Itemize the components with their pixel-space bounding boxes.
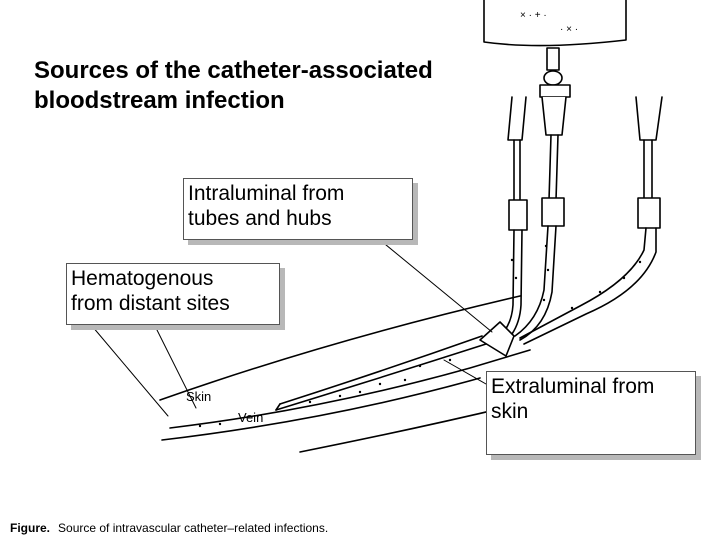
caption-text: Source of intravascular catheter–related… — [58, 521, 329, 535]
title-line-1: Sources of the catheter-associated — [34, 57, 433, 84]
tube-right — [519, 96, 663, 345]
callout-intraluminal: Intraluminal from tubes and hubs — [183, 178, 413, 240]
callout-intraluminal-line-1: Intraluminal from — [188, 182, 345, 205]
tube-left — [504, 96, 528, 335]
catheter-shaft — [275, 335, 487, 411]
caption-prefix: Figure. — [10, 521, 51, 535]
callout-extraluminal: Extraluminal from skin — [486, 371, 696, 455]
callout-extraluminal-line-1: Extraluminal from — [491, 375, 655, 398]
callout-intraluminal-line-2: tubes and hubs — [188, 207, 332, 230]
catheter-hub — [479, 321, 515, 357]
callout-hematogenous-line-1: Hematogenous — [71, 267, 214, 290]
leader-intraluminal — [379, 239, 493, 333]
skin-surface — [159, 295, 521, 401]
tube-middle — [514, 134, 565, 341]
leader-hematogenous — [91, 325, 197, 417]
vein-wall — [161, 377, 481, 441]
bacteria-dots — [198, 244, 642, 428]
label-vein: Vein — [238, 410, 264, 425]
figure-caption: Figure. Source of intravascular catheter–… — [10, 521, 328, 535]
leader-extraluminal — [443, 359, 487, 385]
callout-hematogenous-line-2: from distant sites — [71, 292, 230, 315]
label-skin: Skin — [186, 389, 212, 404]
callout-extraluminal-line-2: skin — [491, 400, 529, 423]
infusion-bag-icon: × · + · · × · — [483, 0, 627, 136]
svg-text:× · + ·: × · + · — [520, 10, 547, 21]
svg-text:· × ·: · × · — [560, 24, 578, 35]
page-title: Sources of the catheter-associated blood… — [34, 56, 504, 116]
callout-hematogenous: Hematogenous from distant sites — [66, 263, 280, 325]
title-line-2: bloodstream infection — [34, 87, 285, 114]
skin-lower — [169, 349, 531, 429]
